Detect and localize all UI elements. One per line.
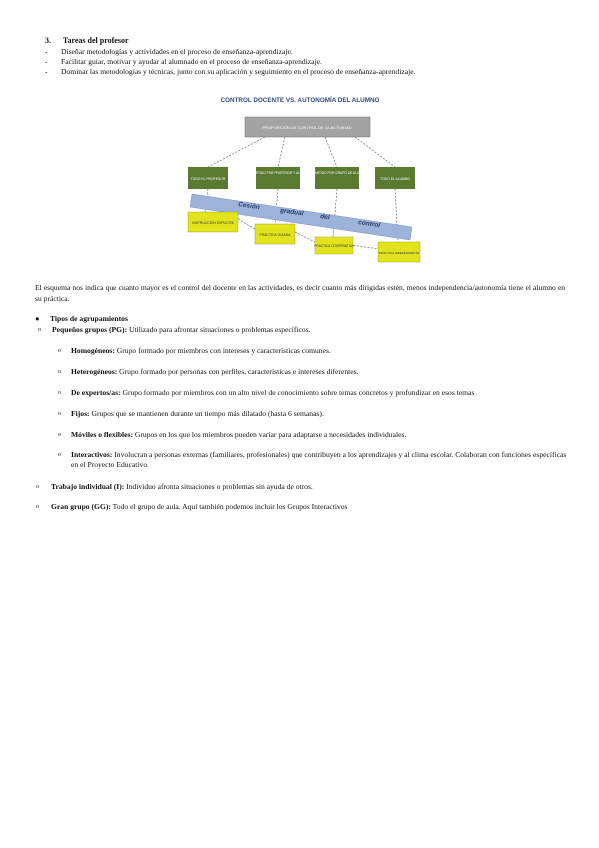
list-item-expertos: o De expertos/as: Grupo formado por miem… xyxy=(58,388,475,397)
diagram-top-box xyxy=(244,116,371,138)
svg-text:Cesión: Cesión xyxy=(238,201,260,211)
circle-bullet-icon: o xyxy=(58,432,61,438)
list-item: -Diseñar metodologías y actividades en e… xyxy=(45,47,293,56)
agrupamientos-heading: ● Tipos de agrupamientos xyxy=(35,314,128,323)
control-autonomy-diagram: CONTROL DOCENTE VS. AUTONOMÍA DEL ALUMNO… xyxy=(180,92,425,267)
circle-bullet-icon: o xyxy=(58,452,61,458)
circle-bullet-icon: o xyxy=(38,327,41,333)
diagram-mid-box xyxy=(188,167,228,189)
diagram-title: CONTROL DOCENTE VS. AUTONOMÍA DEL ALUMNO xyxy=(221,95,380,104)
svg-text:INSTRUCCIÓN EXPLÍCITA: INSTRUCCIÓN EXPLÍCITA xyxy=(192,220,234,225)
list-item-heterogeneos: o Heterogéneos: Grupo formado por person… xyxy=(58,367,359,376)
svg-text:PRÁCTICA COOPERATIVA: PRÁCTICA COOPERATIVA xyxy=(314,244,354,248)
circle-bullet-icon: o xyxy=(58,411,61,417)
diagram-mid-label: COMPARTIDO POR GRUPO DE ALUMNOS xyxy=(305,171,368,175)
diagram-mid-box xyxy=(375,167,415,189)
list-item: -Dominar las metodologías y técnicas, ju… xyxy=(45,67,416,76)
circle-bullet-icon: o xyxy=(58,348,61,354)
list-item-fijos: o Fijos: Grupos que se mantienen durante… xyxy=(58,409,324,418)
circle-bullet-icon: o xyxy=(36,484,39,490)
section-number: 3. xyxy=(45,36,51,45)
task-list: -Diseñar metodologías y actividades en e… xyxy=(45,47,565,77)
diagram-step-box xyxy=(377,241,421,263)
circle-bullet-icon: o xyxy=(58,369,61,375)
list-item-moviles: o Móviles o flexibles: Grupos en los que… xyxy=(58,430,407,439)
diagram-mid-box xyxy=(256,167,300,189)
diagram-step-box xyxy=(254,223,296,245)
diagram-step-box xyxy=(314,236,354,255)
list-item-pequenos-grupos: o Pequeños grupos (PG): Utilizado para a… xyxy=(38,325,311,334)
section-title: Tareas del profesor xyxy=(62,36,129,45)
diagram-top-label: PROPORCIÓN DE CONTROL DE LA ACTIVIDAD xyxy=(262,125,351,130)
explanation-paragraph: El esquema nos indica que cuanto mayor e… xyxy=(35,283,565,303)
gradual-transfer-band xyxy=(189,193,413,241)
svg-text:PRÁCTICA INDEPENDIENTE: PRÁCTICA INDEPENDIENTE xyxy=(379,251,419,255)
diagram-step-box xyxy=(187,211,239,233)
svg-text:TODO EL ALUMNO: TODO EL ALUMNO xyxy=(380,177,410,181)
svg-text:del: del xyxy=(320,213,331,221)
list-item-trabajo-individual: o Trabajo individual (I): Individuo afro… xyxy=(36,482,313,491)
list-item-homogeneos: o Homogéneos: Grupo formado por miembros… xyxy=(58,346,331,355)
bullet-icon: ● xyxy=(35,314,40,323)
section-heading: 3. Tareas del profesor xyxy=(45,36,129,46)
svg-text:PRÁCTICA GUIADA: PRÁCTICA GUIADA xyxy=(260,233,292,237)
svg-text:TODO EL PROFESOR: TODO EL PROFESOR xyxy=(191,177,226,181)
diagram-mid-label: COMPARTIDO POR PROFESOR Y ALUMNOS xyxy=(244,171,311,175)
circle-bullet-icon: o xyxy=(58,390,61,396)
svg-text:gradual: gradual xyxy=(279,207,304,218)
list-item-gran-grupo: o Gran grupo (GG): Todo el grupo de aula… xyxy=(36,502,348,511)
band-text: Cesión gradual del control xyxy=(238,201,381,229)
svg-text:control: control xyxy=(358,219,381,229)
list-item-interactivos: o Interactivos: Involucran a personas ex… xyxy=(58,450,567,469)
list-item: -Facilitar guiar, motivar y ayudar al al… xyxy=(45,57,322,66)
diagram-mid-box xyxy=(315,167,359,189)
circle-bullet-icon: o xyxy=(36,504,39,510)
agrupamientos-title: Tipos de agrupamientos xyxy=(50,314,128,323)
